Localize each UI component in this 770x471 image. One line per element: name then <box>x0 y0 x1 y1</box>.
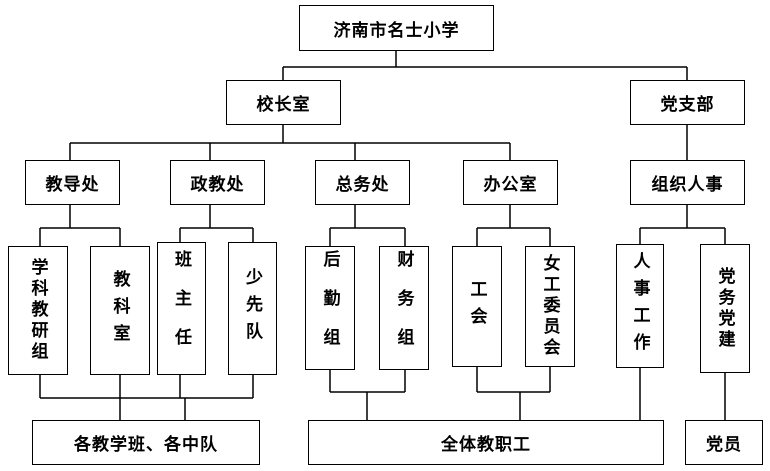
personnel-work-box: 人事工作 <box>616 244 664 368</box>
finance-group-label: 财务组 <box>393 249 414 367</box>
party-branch-label: 党支部 <box>660 95 715 115</box>
principal-office-box: 校长室 <box>226 80 341 125</box>
general-affairs-label: 总务处 <box>335 175 390 195</box>
party-members-label: 党员 <box>706 435 742 455</box>
principal-office-label: 校长室 <box>256 95 311 115</box>
general-affairs-box: 总务处 <box>315 160 410 205</box>
classes-squadrons-label: 各教学班、各中队 <box>74 435 218 455</box>
political-education-box: 政教处 <box>170 160 265 205</box>
organization-personnel-label: 组织人事 <box>651 175 724 195</box>
young-pioneers-box: 少先队 <box>228 242 277 375</box>
office-box: 办公室 <box>463 160 558 205</box>
teaching-research-group-label: 学科教研组 <box>27 258 48 363</box>
party-building-box: 党务党建 <box>700 244 750 373</box>
teaching-research-group-box: 学科教研组 <box>8 246 68 375</box>
personnel-work-label: 人事工作 <box>629 252 650 360</box>
academic-affairs-box: 教导处 <box>25 160 120 205</box>
women-committee-label: 女工委员会 <box>539 254 560 359</box>
head-teachers-label: 班主任 <box>171 250 191 367</box>
labor-union-box: 工会 <box>452 246 502 367</box>
all-staff-label: 全体教职工 <box>441 435 531 455</box>
labor-union-label: 工会 <box>466 279 487 334</box>
women-committee-box: 女工委员会 <box>525 246 575 367</box>
root-box: 济南市名士小学 <box>299 5 494 51</box>
classes-squadrons-box: 各教学班、各中队 <box>32 420 260 465</box>
party-branch-box: 党支部 <box>630 80 745 125</box>
organization-personnel-box: 组织人事 <box>630 160 745 205</box>
young-pioneers-label: 少先队 <box>242 268 262 349</box>
academic-affairs-label: 教导处 <box>45 175 100 195</box>
all-staff-box: 全体教职工 <box>308 420 664 465</box>
political-education-label: 政教处 <box>190 175 245 195</box>
party-members-box: 党员 <box>685 420 763 465</box>
logistics-group-label: 后勤组 <box>319 249 340 367</box>
logistics-group-box: 后勤组 <box>305 246 355 370</box>
root-label: 济南市名士小学 <box>333 20 460 41</box>
office-label: 办公室 <box>483 175 538 195</box>
teaching-section-box: 教科室 <box>90 246 150 375</box>
party-building-label: 党务党建 <box>714 266 735 351</box>
finance-group-box: 财务组 <box>379 246 429 370</box>
teaching-section-label: 教科室 <box>109 270 130 351</box>
head-teachers-box: 班主任 <box>157 242 206 375</box>
